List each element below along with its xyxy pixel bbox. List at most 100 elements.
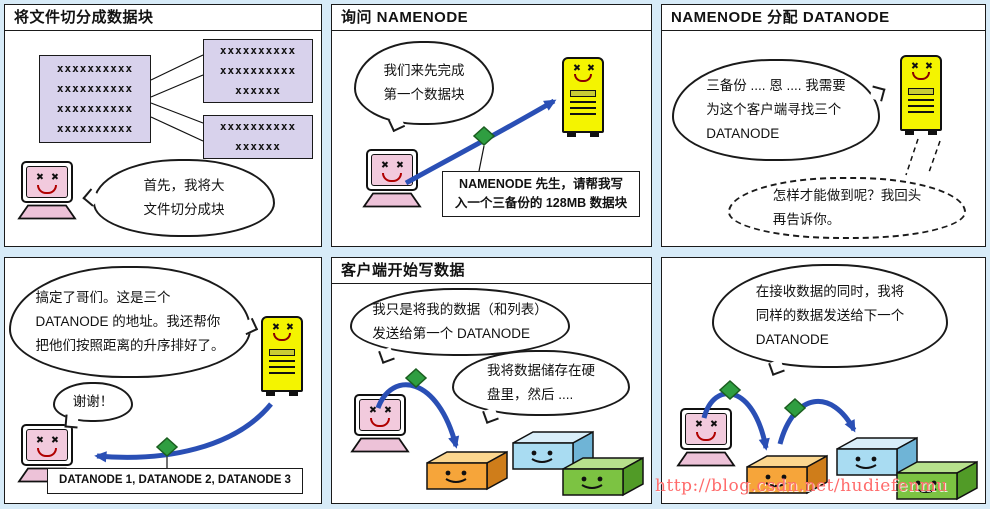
file-block-part2: xxxxxxxxxx xxxxxx — [203, 115, 313, 159]
monitor-frame — [366, 149, 418, 191]
block-text-line: xxxxxxxxxx — [219, 64, 297, 78]
block-text-line: xxxxxxxxxx — [56, 82, 134, 96]
bubble-text-line: 我将数据储存在硬 — [487, 362, 595, 378]
client-computer-icon — [17, 161, 77, 220]
panel-allocate-datanode: NAMENODE 分配 DATANODE 三备份 .... 恩 .... 我需要… — [661, 4, 986, 247]
monitor-frame — [21, 161, 73, 203]
panel-split-file: 将文件切分成数据块 xxxxxxxxxx xxxxxxxxxx xxxxxxxx… — [4, 4, 322, 247]
data-block-diamond-icon — [472, 125, 496, 147]
panel-ask-namenode: 询问 NAMENODE 我们来先完成 第一个数据块 — [331, 4, 652, 247]
panel-title: NAMENODE 分配 DATANODE — [662, 5, 985, 31]
bubble-text-line: 把他们按照距离的升序排好了。 — [35, 338, 225, 354]
block-text-line: xxxxxx — [235, 140, 281, 153]
client-speech-bubble: 我们来先完成 第一个数据块 — [354, 41, 494, 125]
thought-tail-line — [905, 138, 919, 176]
block-text-line: xxxxxxxxxx — [56, 102, 134, 115]
server-vent-line — [908, 99, 934, 101]
smile-mouth-icon — [382, 173, 402, 182]
bubble-text-line: 文件切分成块 — [143, 202, 225, 217]
panel-title: 询问 NAMENODE — [332, 5, 651, 31]
server-slot — [269, 349, 295, 356]
eye-icon — [695, 420, 702, 427]
keyboard-icon — [350, 437, 410, 453]
bubble-text-line: 在接收数据的同时，我将 — [755, 283, 905, 299]
note-leader-line — [478, 145, 485, 172]
split-line — [150, 116, 204, 142]
panel-write-data: 客户端开始写数据 我只是将我的数据（和列表） 发送给第一个 DATANODE 我… — [331, 257, 652, 504]
monitor-frame — [21, 424, 73, 466]
eye-icon — [51, 436, 58, 443]
monitor-frame — [680, 408, 732, 450]
eye-icon — [384, 406, 391, 413]
client-computer-icon — [350, 394, 410, 453]
eye-icon — [925, 62, 932, 69]
panel-title: 将文件切分成数据块 — [5, 5, 321, 31]
server-face — [902, 62, 940, 88]
eye-icon — [51, 173, 58, 180]
data-block-diamond-icon — [783, 397, 807, 419]
split-line — [150, 54, 204, 81]
panel-return-datanode-list: 搞定了哥们。这是三个 DATANODE 的地址。我还帮你 把他们按照距离的升序排… — [4, 257, 322, 504]
datanode-icon-1 — [746, 454, 828, 495]
smile-mouth-icon — [37, 185, 57, 194]
bubble-text-line: DATANODE — [755, 332, 829, 348]
eye-icon — [587, 64, 594, 71]
server-vent-line — [908, 105, 934, 107]
smile-mouth-icon — [273, 333, 291, 341]
bubble-text-line: 首先，我将大 — [143, 177, 225, 193]
write-request-note: NAMENODE 先生，请帮我写 入一个三备份的 128MB 数据块 — [442, 171, 640, 217]
bubble-text-line: 盘里，然后 .... — [487, 387, 574, 402]
smiley-screen — [685, 413, 727, 445]
bubble-text-line: 搞定了哥们。这是三个 — [35, 289, 171, 305]
smiley-screen — [371, 154, 413, 186]
bubble-text-line: 再告诉你。 — [772, 212, 841, 227]
block-text-line: xxxxxxxxxx — [219, 44, 297, 58]
bubble-text-line: 我们来先完成 — [383, 62, 465, 78]
monitor-frame — [354, 394, 406, 436]
eye-icon — [286, 323, 293, 330]
block-text-line: xxxxxx — [235, 83, 281, 97]
data-block-diamond-icon — [718, 379, 742, 401]
server-slot — [570, 90, 596, 97]
namenode-server-icon — [261, 316, 303, 396]
server-slot — [908, 88, 934, 95]
eye-icon — [272, 323, 279, 330]
note-text-line: DATANODE 1, DATANODE 2, DATANODE 3 — [59, 474, 291, 487]
smiley-screen — [26, 429, 68, 461]
eye-icon — [710, 420, 717, 427]
server-vent-line — [908, 111, 934, 113]
panel-title: 客户端开始写数据 — [332, 258, 651, 284]
watermark-text: http://blog.csdn.net/hudiefenmu — [655, 476, 948, 496]
smiley-screen — [26, 166, 68, 198]
eye-icon — [36, 173, 43, 180]
datanode-speech-bubble: 我将数据储存在硬 盘里，然后 .... — [452, 350, 630, 416]
panel-pipeline-replication: 在接收数据的同时，我将 同样的数据发送给下一个 DATANODE — [661, 257, 986, 504]
bubble-text-line: DATANODE — [706, 126, 780, 142]
keyboard-icon — [362, 192, 422, 208]
server-vent-line — [269, 372, 295, 374]
smile-mouth-icon — [912, 72, 930, 80]
bubble-text-line: 怎样才能做到呢？我回头 — [772, 187, 922, 203]
namenode-server-icon — [562, 57, 604, 137]
block-text-line: xxxxxxxxxx — [219, 120, 297, 134]
eye-icon — [36, 436, 43, 443]
keyboard-icon — [676, 451, 736, 467]
eye-icon — [381, 161, 388, 168]
client-computer-icon — [362, 149, 422, 208]
bubble-text-line: 我只是将我的数据（和列表） — [372, 301, 548, 317]
data-block-diamond-icon — [404, 367, 428, 389]
datanode-speech-bubble: 在接收数据的同时，我将 同样的数据发送给下一个 DATANODE — [712, 264, 948, 368]
bubble-text-line: 同样的数据发送给下一个 — [755, 307, 905, 323]
split-line — [150, 74, 204, 98]
eye-icon — [396, 161, 403, 168]
datanode-icon-1 — [426, 450, 508, 491]
block-text-line: xxxxxxxxxx — [56, 62, 134, 76]
thought-tail-line — [927, 140, 941, 176]
bubble-text-line: 为这个客户端寻找三个 — [706, 101, 842, 117]
bubble-tail — [64, 414, 79, 429]
server-vent-line — [570, 101, 596, 103]
bubble-text-line: 第一个数据块 — [383, 87, 465, 102]
note-text-line: NAMENODE 先生，请帮我写 — [459, 176, 623, 191]
client-computer-icon — [676, 408, 736, 467]
server-vent-line — [269, 366, 295, 368]
